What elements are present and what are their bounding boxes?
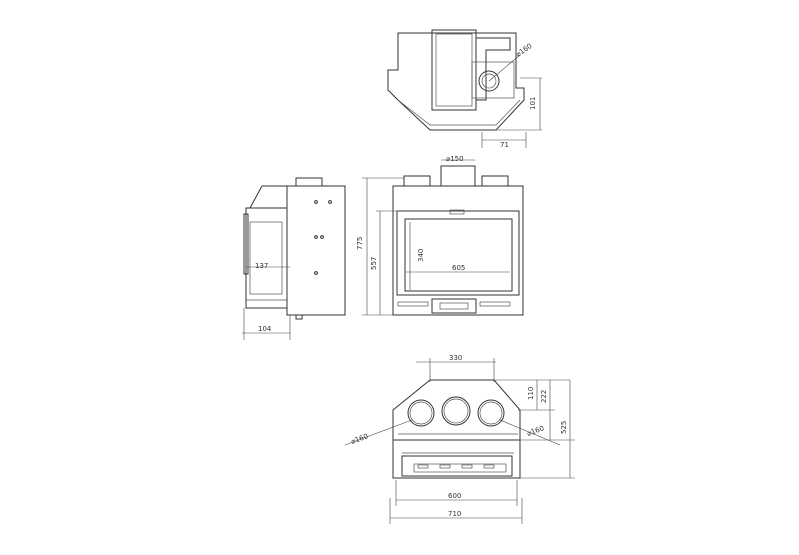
front-glass-width-label: 605 <box>452 264 465 272</box>
side-glass-label: 137 <box>255 262 268 270</box>
front-total-height-label: 775 <box>356 237 364 250</box>
plan-flue-right <box>477 399 505 427</box>
top-height-label: 101 <box>529 97 537 110</box>
front-glass-height-label: 340 <box>417 249 425 262</box>
top-flue-circle <box>478 70 500 92</box>
plan-view: 330 110 222 525 ⌀160 ⌀160 600 710 <box>344 354 575 524</box>
plan-d2-label: 222 <box>540 390 548 403</box>
front-body-height-label: 557 <box>370 257 378 270</box>
front-view: ⌀150 775 557 340 605 <box>356 155 524 316</box>
top-dia-label: ⌀160 <box>515 42 534 59</box>
plan-left-dia-label: ⌀160 <box>350 432 369 446</box>
top-view: ⌀160 101 71 <box>387 29 542 149</box>
plan-right-dia-label: ⌀160 <box>526 424 545 438</box>
top-offset-label: 71 <box>500 141 509 149</box>
side-depth-label: 104 <box>258 325 272 333</box>
side-view: 137 104 <box>242 177 346 340</box>
front-flue-label: ⌀150 <box>446 155 464 163</box>
plan-inner-width-label: 600 <box>448 492 461 500</box>
plan-outer-width-label: 710 <box>448 510 461 518</box>
plan-d1-label: 110 <box>527 387 535 400</box>
plan-top-width-label: 330 <box>449 354 462 362</box>
plan-flue-center <box>441 396 471 426</box>
plan-d3-label: 525 <box>560 421 568 434</box>
plan-flue-left <box>407 399 435 427</box>
